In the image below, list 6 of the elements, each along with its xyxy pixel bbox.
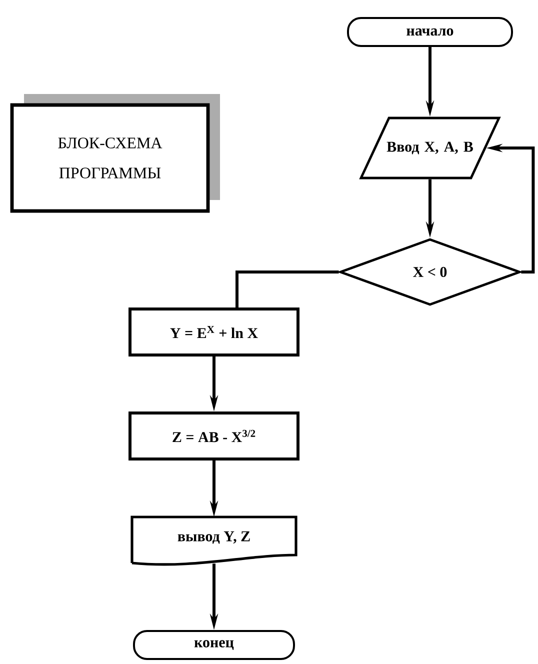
process-box: Y = E$^{X}$ + ln X xyxy=(128,308,300,356)
output-document: вывод Y, Z xyxy=(130,516,298,566)
title-box: БЛОК-СХЕМА ПРОГРАММЫ xyxy=(10,94,220,213)
process-box: Z = AB - X$^{3/2}$ xyxy=(128,412,300,460)
start-terminal: начало xyxy=(347,17,513,47)
end-terminal: конец xyxy=(133,630,295,660)
